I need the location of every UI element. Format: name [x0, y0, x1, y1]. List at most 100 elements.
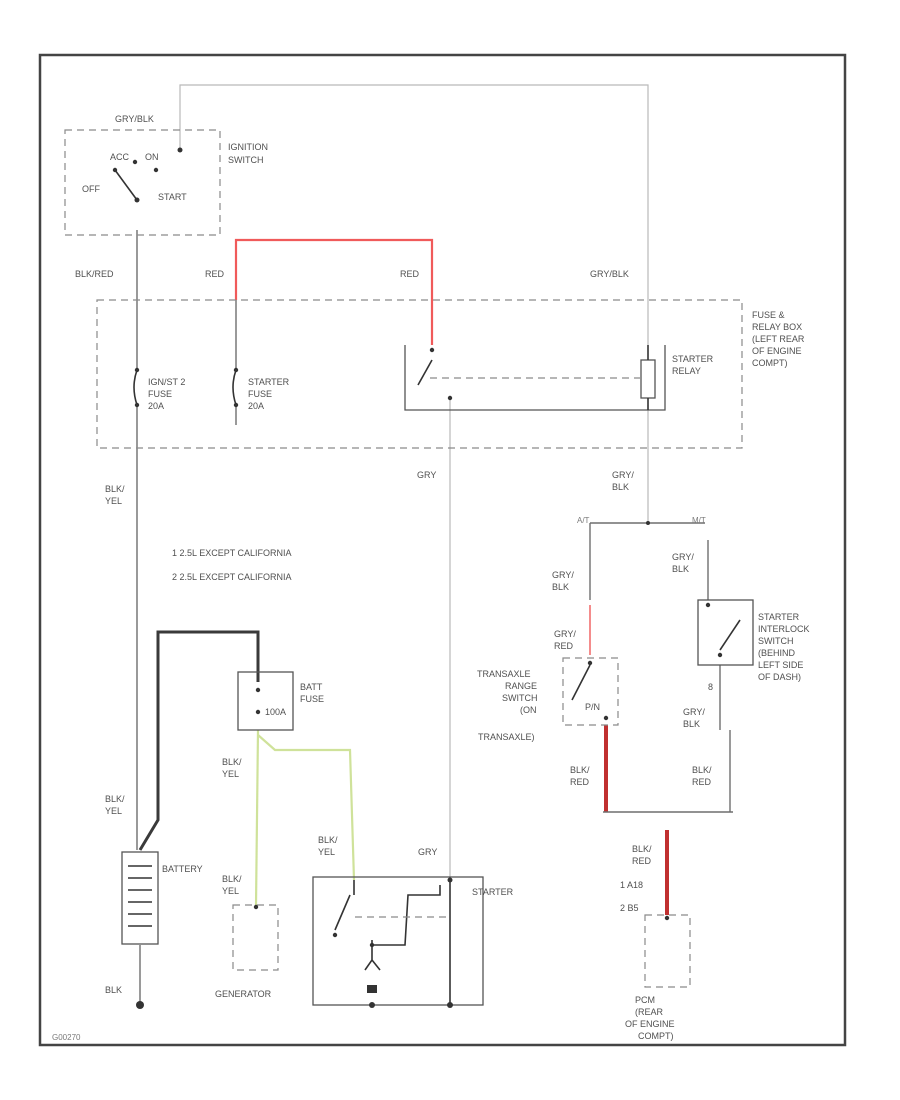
- generator: GENERATOR: [215, 904, 279, 999]
- starter-interlock-switch: STARTER INTERLOCK SWITCH (BEHIND LEFT SI…: [697, 599, 810, 692]
- interlock-label-2: INTERLOCK: [758, 624, 810, 634]
- diagram-frame: [38, 53, 847, 1047]
- wire-blk-yel-generator: [254, 729, 260, 906]
- wire-label-blk-yel-start-1: BLK/: [318, 835, 338, 845]
- ignition-pos-on: ON: [145, 152, 159, 162]
- fuse-a-label-2: FUSE: [148, 389, 172, 399]
- wire-label-blk-yel-gen-2: YEL: [222, 886, 239, 896]
- transaxle-label-3: SWITCH: [502, 693, 538, 703]
- wire-label-gry-blk-ir-2: BLK: [683, 719, 700, 729]
- wire-label-blk-yel-fuse-2: YEL: [222, 769, 239, 779]
- fuse-b-label-2: FUSE: [248, 389, 272, 399]
- wire-blk-yel-starter: [257, 734, 356, 881]
- transaxle-label-2: RANGE: [505, 681, 537, 691]
- pcm-label-2: (REAR: [635, 1007, 664, 1017]
- wire-label-blk-red-l-2: RED: [570, 777, 590, 787]
- wire-gry-blk-top: [179, 84, 649, 345]
- wire-label-blk-red-r-2: RED: [692, 777, 712, 787]
- fuse-box-title-3: (LEFT REAR: [752, 334, 805, 344]
- fuse-a-label: IGN/ST 2: [148, 377, 185, 387]
- transaxle-range-switch: TRANSAXLE RANGE SWITCH (ON TRANSAXLE) P/…: [477, 657, 619, 742]
- wire-label-blk-red-l-1: BLK/: [570, 765, 590, 775]
- transaxle-pn: P/N: [585, 702, 600, 712]
- fuse-b-amp: 20A: [248, 401, 264, 411]
- wire-label-blk-yel-batt-1: BLK/: [105, 794, 125, 804]
- wire-battery-positive: [138, 630, 260, 851]
- starter-relay-label-2: RELAY: [672, 366, 701, 376]
- ignition-switch: GRY/BLK IGNITION SWITCH ACC ON OFF START: [64, 114, 268, 236]
- wire-label-blk-red-r-1: BLK/: [692, 765, 712, 775]
- interlock-label-4: (BEHIND: [758, 648, 796, 658]
- ignition-name-2: SWITCH: [228, 155, 264, 165]
- wire-label-blk-red-pcm-2: RED: [632, 856, 652, 866]
- ground-icon: [136, 1001, 144, 1009]
- pcm-pin-2: 2 B5: [620, 903, 639, 913]
- ground-wire-label: BLK: [105, 985, 122, 995]
- interlock-label-5: LEFT SIDE: [758, 660, 803, 670]
- wire-label-gry-red-2: RED: [554, 641, 574, 651]
- batt-fuse-amp: 100A: [265, 707, 286, 717]
- ignition-pos-off: OFF: [82, 184, 100, 194]
- interlock-label-3: SWITCH: [758, 636, 794, 646]
- transaxle-label-5: TRANSAXLE): [478, 732, 535, 742]
- ignition-wire-label: GRY/BLK: [115, 114, 154, 124]
- wire-label-gry-blk-ir-1: GRY/: [683, 707, 705, 717]
- wire-label-blk-yel-2: YEL: [105, 496, 122, 506]
- diagram-code: G00270: [52, 1033, 81, 1042]
- fuse-box-title-4: OF ENGINE: [752, 346, 802, 356]
- wire-red: [234, 238, 434, 345]
- starter: STARTER: [312, 876, 514, 1008]
- split-label-mt: M/T: [692, 516, 706, 525]
- wire-label-gry-start: GRY: [418, 847, 437, 857]
- battery: BATTERY: [121, 851, 203, 945]
- pcm-pin-1: 1 A18: [620, 880, 643, 890]
- starter-relay-box: [404, 345, 666, 411]
- wire-label-blk-red: BLK/RED: [75, 269, 114, 279]
- wire-label-blk-yel-start-2: YEL: [318, 847, 335, 857]
- pcm-label-3: OF ENGINE: [625, 1019, 675, 1029]
- ignition-pos-start: START: [158, 192, 187, 202]
- pcm: 1 A18 2 B5 PCM (REAR OF ENGINE COMPT): [620, 880, 691, 1041]
- battery-label: BATTERY: [162, 864, 203, 874]
- ignition-name: IGNITION: [228, 142, 268, 152]
- wire-label-gry-blk-r-1: GRY/: [672, 552, 694, 562]
- wire-label-blk-yel-batt-2: YEL: [105, 806, 122, 816]
- wire-label-blk-red-pcm-1: BLK/: [632, 844, 652, 854]
- wire-label-gry-blk-l-1: GRY/: [552, 570, 574, 580]
- transaxle-label-4: (ON: [520, 705, 537, 715]
- interlock-label-1: STARTER: [758, 612, 800, 622]
- interlock-pin: 8: [708, 682, 713, 692]
- pcm-label-4: COMPT): [638, 1031, 674, 1041]
- fuse-relay-box: IGN/ST 2 FUSE 20A STARTER FUSE 20A START…: [96, 299, 805, 449]
- starter-relay-label: STARTER: [672, 354, 714, 364]
- starter-label: STARTER: [472, 887, 514, 897]
- wire-label-gry-blk: GRY/BLK: [590, 269, 629, 279]
- split-label-at: A/T: [577, 516, 590, 525]
- note-1: 1 2.5L EXCEPT CALIFORNIA: [172, 548, 292, 558]
- wire-label-blk-yel-1: BLK/: [105, 484, 125, 494]
- wire-label-gry-red-1: GRY/: [554, 629, 576, 639]
- battery-fuse: 100A BATT FUSE: [237, 671, 324, 731]
- generator-label: GENERATOR: [215, 989, 272, 999]
- transaxle-label-1: TRANSAXLE: [477, 669, 531, 679]
- interlock-label-6: OF DASH): [758, 672, 801, 682]
- fuse-b-label: STARTER: [248, 377, 290, 387]
- wires: [136, 84, 733, 1005]
- wire-label-blk-yel-gen-1: BLK/: [222, 874, 242, 884]
- ignition-pos-acc: ACC: [110, 152, 130, 162]
- batt-fuse-label-2: FUSE: [300, 694, 324, 704]
- wire-label-gry-blk-r-2: BLK: [672, 564, 689, 574]
- fuse-box-title-2: RELAY BOX: [752, 322, 802, 332]
- wire-label-red-right: RED: [400, 269, 420, 279]
- wire-label-red-left: RED: [205, 269, 225, 279]
- wire-label-gry-blk-relay-1: GRY/: [612, 470, 634, 480]
- fuse-a-amp: 20A: [148, 401, 164, 411]
- fuse-box-title-1: FUSE &: [752, 310, 785, 320]
- wire-label-blk-yel-fuse-1: BLK/: [222, 757, 242, 767]
- wire-label-gry-blk-relay-2: BLK: [612, 482, 629, 492]
- wire-label-gry-blk-l-2: BLK: [552, 582, 569, 592]
- batt-fuse-label-1: BATT: [300, 682, 323, 692]
- pcm-label-1: PCM: [635, 995, 655, 1005]
- fuse-box-title-5: COMPT): [752, 358, 788, 368]
